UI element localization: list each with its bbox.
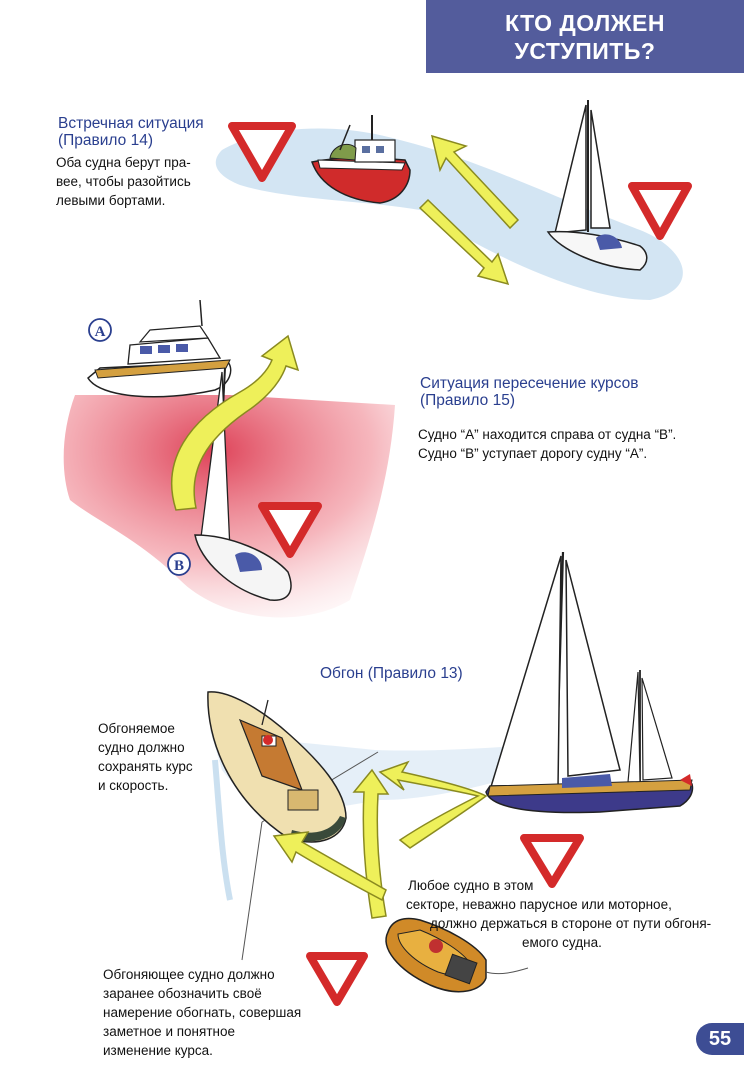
head-on-text-line: Оба судна берут пра- xyxy=(56,155,191,170)
sector-text: Любое судно в этом секторе, неважно пару… xyxy=(406,876,736,952)
overtaken-text-line: и скорость. xyxy=(98,778,169,793)
sailboat-large xyxy=(485,551,694,814)
header-title-line2: УСТУПИТЬ? xyxy=(514,38,656,64)
head-on-text-line: вее, чтобы разойтись xyxy=(56,174,191,189)
sailboat-b xyxy=(194,367,292,601)
sector-text-line: Любое судно в этом xyxy=(408,878,534,893)
crossing-title-line1: Ситуация пересечение курсов xyxy=(420,375,639,392)
crossing-title-line2: (Правило 15) xyxy=(420,392,515,409)
yield-sign-icon xyxy=(520,834,584,888)
crossing-text: Судно “A” находится справа от судна “B”.… xyxy=(418,425,676,463)
overtaken-text-line: судно должно xyxy=(98,740,185,755)
crossing-section: Ситуация пересечение курсов (Правило 15) xyxy=(420,375,638,409)
overtaking-arrow-left xyxy=(272,831,387,902)
head-on-section: Встречная ситуация (Правило 14) xyxy=(58,115,204,149)
overtaking-text-line: изменение курса. xyxy=(103,1043,213,1058)
overtaken-text-line: Обгоняемое xyxy=(98,721,175,736)
sector-text-line: секторе, неважно парусное или моторное, xyxy=(406,897,672,912)
header-title-line1: КТО ДОЛЖЕН xyxy=(505,10,665,36)
sector-text-line: должно держаться в стороне от пути обгон… xyxy=(430,916,712,931)
page-header: КТО ДОЛЖЕН УСТУПИТЬ? xyxy=(426,0,744,73)
overtaken-text: Обгоняемое судно должно сохранять курс и… xyxy=(98,719,193,795)
head-on-text: Оба судна берут пра- вее, чтобы разойтис… xyxy=(56,153,191,210)
yield-sign-icon xyxy=(306,952,368,1006)
head-on-title-line1: Встречная ситуация xyxy=(58,115,204,132)
page-number: 55 xyxy=(696,1023,744,1055)
sector-text-line: емого судна. xyxy=(522,935,602,950)
motor-yacht-a xyxy=(87,299,232,398)
fishing-boat xyxy=(311,115,411,204)
label-b-text: B xyxy=(174,558,184,574)
crossing-text-line: Судно “A” находится справа от судна “B”. xyxy=(418,427,677,442)
sailboat-top xyxy=(546,100,648,271)
overtaking-text-line: Обгоняющее судно должно xyxy=(103,967,275,982)
label-circle-a: A xyxy=(88,318,112,342)
yield-sign-icon xyxy=(258,502,322,558)
rubber-dinghy xyxy=(385,917,529,993)
head-on-arrows xyxy=(418,134,520,286)
red-sector xyxy=(63,395,395,618)
overtaking-title: Обгон (Правило 13) xyxy=(320,665,463,682)
head-on-text-line: левыми бортами. xyxy=(56,193,166,208)
label-a-text: A xyxy=(95,324,106,340)
overtaking-text: Обгоняющее судно должно заранее обозначи… xyxy=(103,965,301,1060)
overtaking-text-line: заранее обозначить своё xyxy=(103,986,262,1001)
crossing-arrow xyxy=(171,334,300,511)
overtaking-text-line: намерение обогнать, совершая xyxy=(103,1005,302,1020)
crossing-text-line: Судно “B” уступает дорогу судну “A”. xyxy=(418,446,648,461)
label-circle-b: B xyxy=(167,552,191,576)
overtaking-text-line: заметное и понятное xyxy=(103,1024,235,1039)
overtaking-arrow-center xyxy=(352,768,390,919)
yield-sign-icon xyxy=(228,122,296,182)
yield-sign-icon xyxy=(628,182,692,240)
head-on-title-line2: (Правило 14) xyxy=(58,132,153,149)
overtaking-arrow-right xyxy=(378,760,488,849)
overtaken-text-line: сохранять курс xyxy=(98,759,193,774)
